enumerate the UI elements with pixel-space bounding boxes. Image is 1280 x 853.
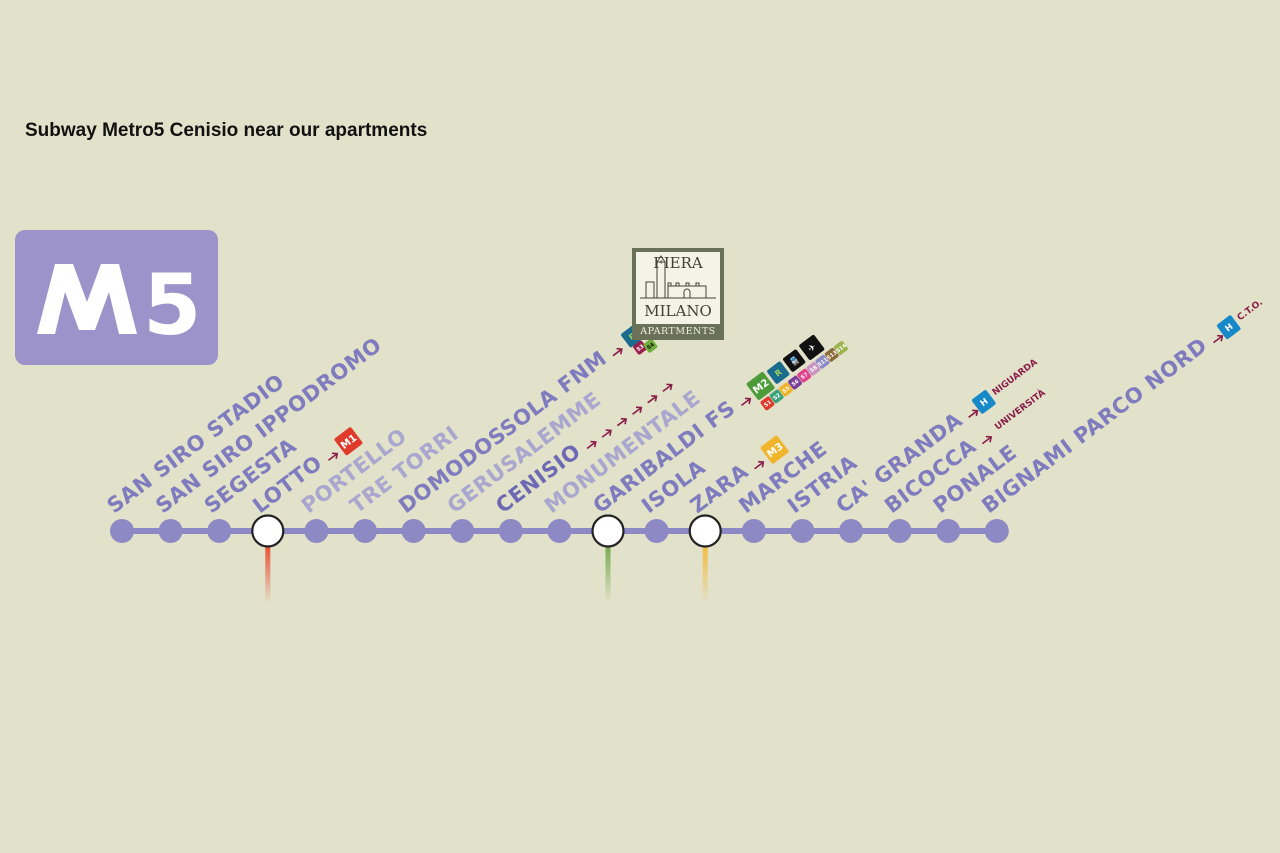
m5-line-logo: 5 bbox=[15, 230, 218, 365]
hospital-name: NIGUARDA bbox=[991, 358, 1040, 398]
station-dot bbox=[547, 519, 572, 543]
suburban-badge-s2: S2 bbox=[769, 389, 784, 404]
station-dot bbox=[936, 519, 961, 543]
fiera-milano-apartments-logo: FIERA MILANO APARTMENTS bbox=[632, 248, 724, 340]
station-dot bbox=[450, 519, 475, 543]
station-dot bbox=[644, 519, 669, 543]
fiera-word: FIERA bbox=[653, 254, 703, 272]
apartment-direction-arrow-icon bbox=[647, 395, 658, 404]
line-badge-m3: M3 bbox=[760, 435, 789, 464]
connection-arrow-icon bbox=[1213, 334, 1224, 344]
suburban-badge-s11-text: S11 bbox=[817, 357, 830, 369]
suburban-badge-s2-text: S2 bbox=[772, 392, 782, 401]
page-title: Subway Metro5 Cenisio near our apartment… bbox=[25, 120, 428, 141]
station-dot bbox=[304, 519, 329, 543]
line-badge-m2: M2 bbox=[746, 372, 775, 400]
suburban-badge-s5: S5 bbox=[778, 382, 793, 397]
station-dot bbox=[498, 519, 523, 543]
hospital-icon: H bbox=[972, 390, 996, 414]
interchange-marker bbox=[251, 514, 285, 548]
milano-word: MILANO bbox=[644, 302, 712, 320]
branch-line-m2 bbox=[605, 541, 611, 603]
suburban-badge-s3: S3 bbox=[633, 340, 647, 355]
interchange-marker bbox=[688, 514, 722, 548]
station-label: BIGNAMI PARCO NORD bbox=[977, 333, 1211, 518]
suburban-badge-s13-text: S13 bbox=[826, 350, 839, 362]
station-dot bbox=[741, 519, 766, 543]
passante-badge: R bbox=[767, 361, 790, 384]
suburban-badge-s1-text: S1 bbox=[763, 399, 773, 408]
suburban-badge-s11: S11 bbox=[815, 354, 830, 369]
suburban-badge-s4: S4 bbox=[643, 338, 658, 353]
m5-logo-graphic: 5 bbox=[37, 256, 201, 354]
apartments-word: APARTMENTS bbox=[640, 326, 716, 337]
suburban-badge-s7: S7 bbox=[797, 368, 812, 383]
connection-arrow-icon bbox=[981, 435, 993, 445]
castle-icon bbox=[640, 255, 716, 299]
connection-arrow-icon bbox=[612, 347, 623, 357]
station-dot bbox=[790, 519, 815, 543]
train-icon: 🚆 bbox=[783, 349, 806, 372]
station-dot bbox=[984, 519, 1009, 543]
suburban-badge-s4-text: S4 bbox=[646, 342, 656, 351]
suburban-badge-s14-text: S14 bbox=[835, 343, 848, 355]
station-dot bbox=[353, 519, 377, 543]
connection-arrow-icon bbox=[968, 409, 979, 418]
connection-arrow-icon bbox=[327, 452, 339, 461]
hospital-icon-text: H bbox=[1224, 322, 1236, 334]
suburban-badge-s3-text: S3 bbox=[636, 344, 646, 353]
apartment-direction-arrow-icon bbox=[632, 406, 643, 415]
branch-line-m3 bbox=[702, 541, 708, 603]
suburban-badge-s14: S14 bbox=[834, 341, 848, 355]
suburban-badge-s6-text: S6 bbox=[791, 379, 801, 388]
apartment-direction-arrow-icon bbox=[616, 417, 628, 427]
suburban-badge-s13: S13 bbox=[824, 347, 839, 362]
station-dot bbox=[839, 519, 863, 543]
station-dot bbox=[158, 519, 183, 543]
suburban-badge-s8: S8 bbox=[806, 361, 821, 376]
station-dot bbox=[401, 519, 426, 543]
hospital-icon-text: H bbox=[979, 397, 991, 409]
hospital-icon: H bbox=[1216, 315, 1241, 340]
line-badge-m1: M1 bbox=[334, 427, 363, 456]
apartment-direction-arrow-icon bbox=[662, 383, 673, 393]
apartment-direction-arrow-icon bbox=[601, 429, 612, 438]
suburban-badge-s1: S1 bbox=[760, 396, 775, 411]
m5-logo-number: 5 bbox=[143, 256, 201, 354]
connection-arrow-icon bbox=[740, 397, 752, 407]
suburban-badge-s6: S6 bbox=[788, 375, 802, 390]
connection-arrow-icon bbox=[754, 460, 765, 470]
suburban-badge-s8-text: S8 bbox=[809, 365, 819, 374]
station-dot bbox=[887, 519, 912, 543]
suburban-badge-s7-text: S7 bbox=[800, 372, 810, 381]
train-icon-text: 🚆 bbox=[787, 354, 801, 368]
suburban-badge-s5-text: S5 bbox=[782, 385, 792, 394]
branch-line-m1 bbox=[265, 541, 271, 603]
apartment-direction-arrow-icon bbox=[586, 440, 597, 450]
passante-badge-text: R bbox=[773, 366, 785, 378]
hospital-name: C.T.O. bbox=[1236, 298, 1265, 323]
station-dot bbox=[207, 519, 232, 543]
station-dot bbox=[110, 519, 134, 543]
airport-train-icon: ✈ bbox=[799, 334, 825, 360]
interchange-marker bbox=[591, 514, 625, 548]
